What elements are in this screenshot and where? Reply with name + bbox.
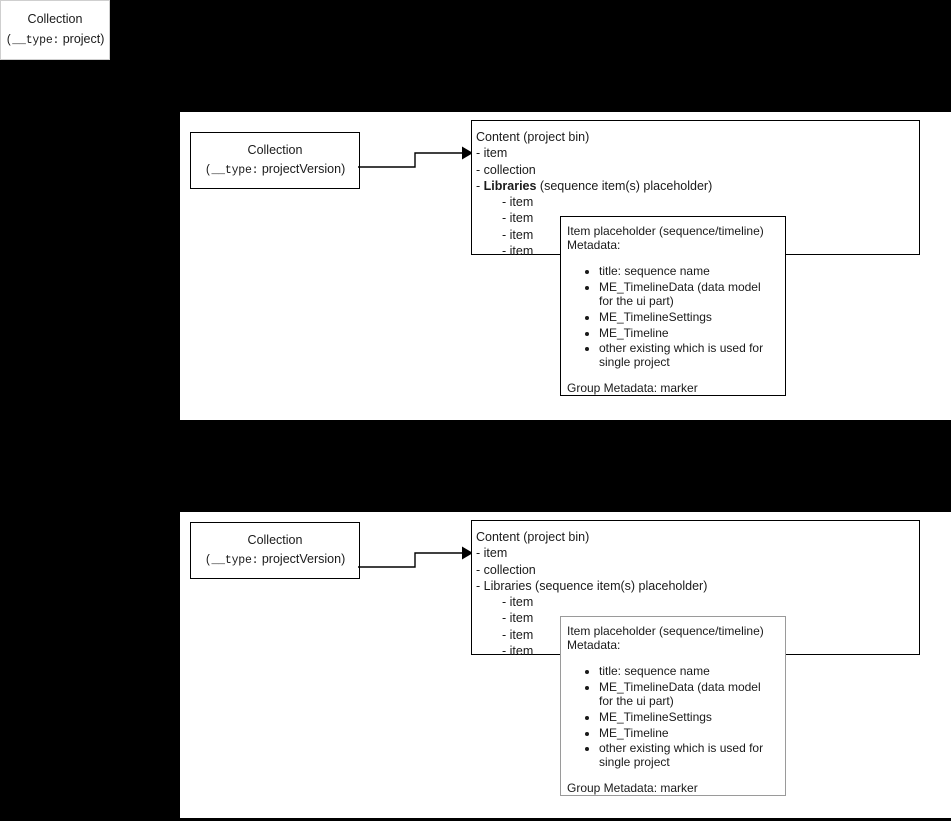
placeholder-header: Item placeholder (sequence/timeline) bbox=[567, 224, 764, 238]
collection-type-key: (__type: bbox=[5, 33, 60, 47]
metadata-item: other existing which is used for single … bbox=[599, 340, 777, 370]
content-sub-item: - item bbox=[502, 211, 534, 226]
content-line-item: - item bbox=[476, 146, 508, 161]
metadata-item: title: sequence name bbox=[599, 263, 777, 279]
content-line-libraries: - Libraries (sequence item(s) placeholde… bbox=[476, 578, 909, 594]
libraries-dash: - bbox=[476, 178, 484, 193]
content-line-item: - item bbox=[476, 546, 508, 561]
metadata-item: ME_Timeline bbox=[599, 325, 777, 341]
connector-arrow-bottom bbox=[358, 546, 473, 568]
group-metadata: Group Metadata: marker bbox=[567, 781, 698, 796]
content-line-libraries: - Libraries (sequence item(s) placeholde… bbox=[476, 178, 909, 194]
item-placeholder-box-top: Item placeholder (sequence/timeline) Met… bbox=[560, 216, 786, 396]
collection-box-project-version-top[interactable]: Collection (__type: projectVersion) bbox=[190, 132, 360, 189]
metadata-item: ME_TimelineData (data model for the ui p… bbox=[599, 279, 777, 309]
collection-type: (__type: project) bbox=[6, 30, 105, 50]
collection-title: Collection bbox=[247, 142, 303, 157]
libraries-dash: - bbox=[476, 578, 484, 593]
collection-box-project[interactable]: Collection (__type: project) bbox=[0, 0, 110, 60]
placeholder-subheader: Metadata: bbox=[567, 638, 621, 653]
collection-box-project-version-bottom[interactable]: Collection (__type: projectVersion) bbox=[190, 522, 360, 579]
libraries-label: Libraries bbox=[483, 578, 532, 593]
collection-type-value: project) bbox=[62, 31, 105, 46]
content-sub-item: - item bbox=[502, 595, 534, 609]
content-sub-item: - item bbox=[502, 611, 534, 626]
metadata-item: ME_Timeline bbox=[599, 725, 777, 741]
metadata-list: title: sequence name ME_TimelineData (da… bbox=[567, 663, 777, 770]
libraries-rest: (sequence item(s) placeholder) bbox=[531, 578, 708, 593]
metadata-item: title: sequence name bbox=[599, 663, 777, 679]
placeholder-header: Item placeholder (sequence/timeline) bbox=[567, 624, 764, 638]
content-sub-item: - item bbox=[502, 243, 534, 258]
collection-title: Collection bbox=[27, 12, 83, 27]
collection-type-value: projectVersion) bbox=[261, 552, 346, 567]
libraries-rest: (sequence item(s) placeholder) bbox=[536, 178, 713, 193]
connector-arrow-top bbox=[358, 146, 473, 168]
collection-type-value: projectVersion) bbox=[261, 162, 346, 177]
content-sub-item: - item bbox=[502, 195, 534, 209]
content-sub-item: - item bbox=[502, 227, 534, 242]
collection-type-key: (__type: bbox=[204, 164, 259, 178]
content-line-collection: - collection bbox=[476, 562, 536, 577]
content-line-collection: - collection bbox=[476, 162, 536, 177]
collection-type: (__type: projectVersion) bbox=[205, 160, 345, 180]
collection-type-key: (__type: bbox=[204, 554, 259, 568]
content-sub-item: - item bbox=[502, 627, 534, 642]
content-header: Content (project bin) bbox=[476, 130, 590, 144]
metadata-list: title: sequence name ME_TimelineData (da… bbox=[567, 263, 777, 370]
content-header: Content (project bin) bbox=[476, 530, 590, 544]
content-sub-item: - item bbox=[502, 643, 534, 658]
placeholder-subheader: Metadata: bbox=[567, 238, 621, 253]
collection-type: (__type: projectVersion) bbox=[205, 550, 345, 570]
item-placeholder-box-bottom: Item placeholder (sequence/timeline) Met… bbox=[560, 616, 786, 796]
metadata-item: other existing which is used for single … bbox=[599, 740, 777, 770]
collection-title: Collection bbox=[247, 532, 303, 547]
metadata-item: ME_TimelineData (data model for the ui p… bbox=[599, 679, 777, 709]
libraries-label: Libraries bbox=[483, 178, 537, 193]
metadata-item: ME_TimelineSettings bbox=[599, 309, 777, 325]
group-metadata: Group Metadata: marker bbox=[567, 381, 698, 396]
metadata-item: ME_TimelineSettings bbox=[599, 709, 777, 725]
